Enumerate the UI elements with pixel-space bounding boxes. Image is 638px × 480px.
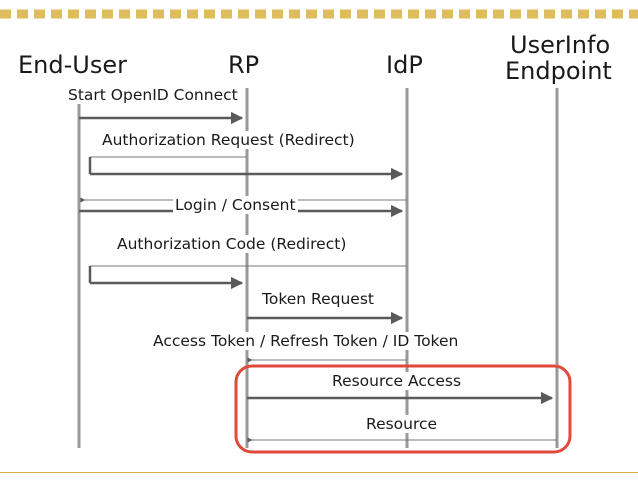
label-start-openid-connect: Start OpenID Connect <box>66 86 240 104</box>
actor-idp: IdP <box>386 51 423 79</box>
label-token-request: Token Request <box>260 290 376 308</box>
label-authorization-request: Authorization Request (Redirect) <box>100 131 357 149</box>
actor-rp: RP <box>228 51 260 79</box>
footer-rule <box>0 472 638 480</box>
actor-userinfo-line1: UserInfo <box>510 31 611 59</box>
label-tokens-response: Access Token / Refresh Token / ID Token <box>151 332 461 350</box>
label-authorization-code: Authorization Code (Redirect) <box>115 235 349 253</box>
actor-end-user: End-User <box>18 51 127 79</box>
actor-userinfo-line2: Endpoint <box>505 57 612 85</box>
label-resource-access: Resource Access <box>330 372 464 390</box>
highlight-box <box>234 364 572 454</box>
label-resource: Resource <box>364 415 440 433</box>
label-login-consent: Login / Consent <box>173 196 298 214</box>
header-dash-border <box>0 0 638 30</box>
